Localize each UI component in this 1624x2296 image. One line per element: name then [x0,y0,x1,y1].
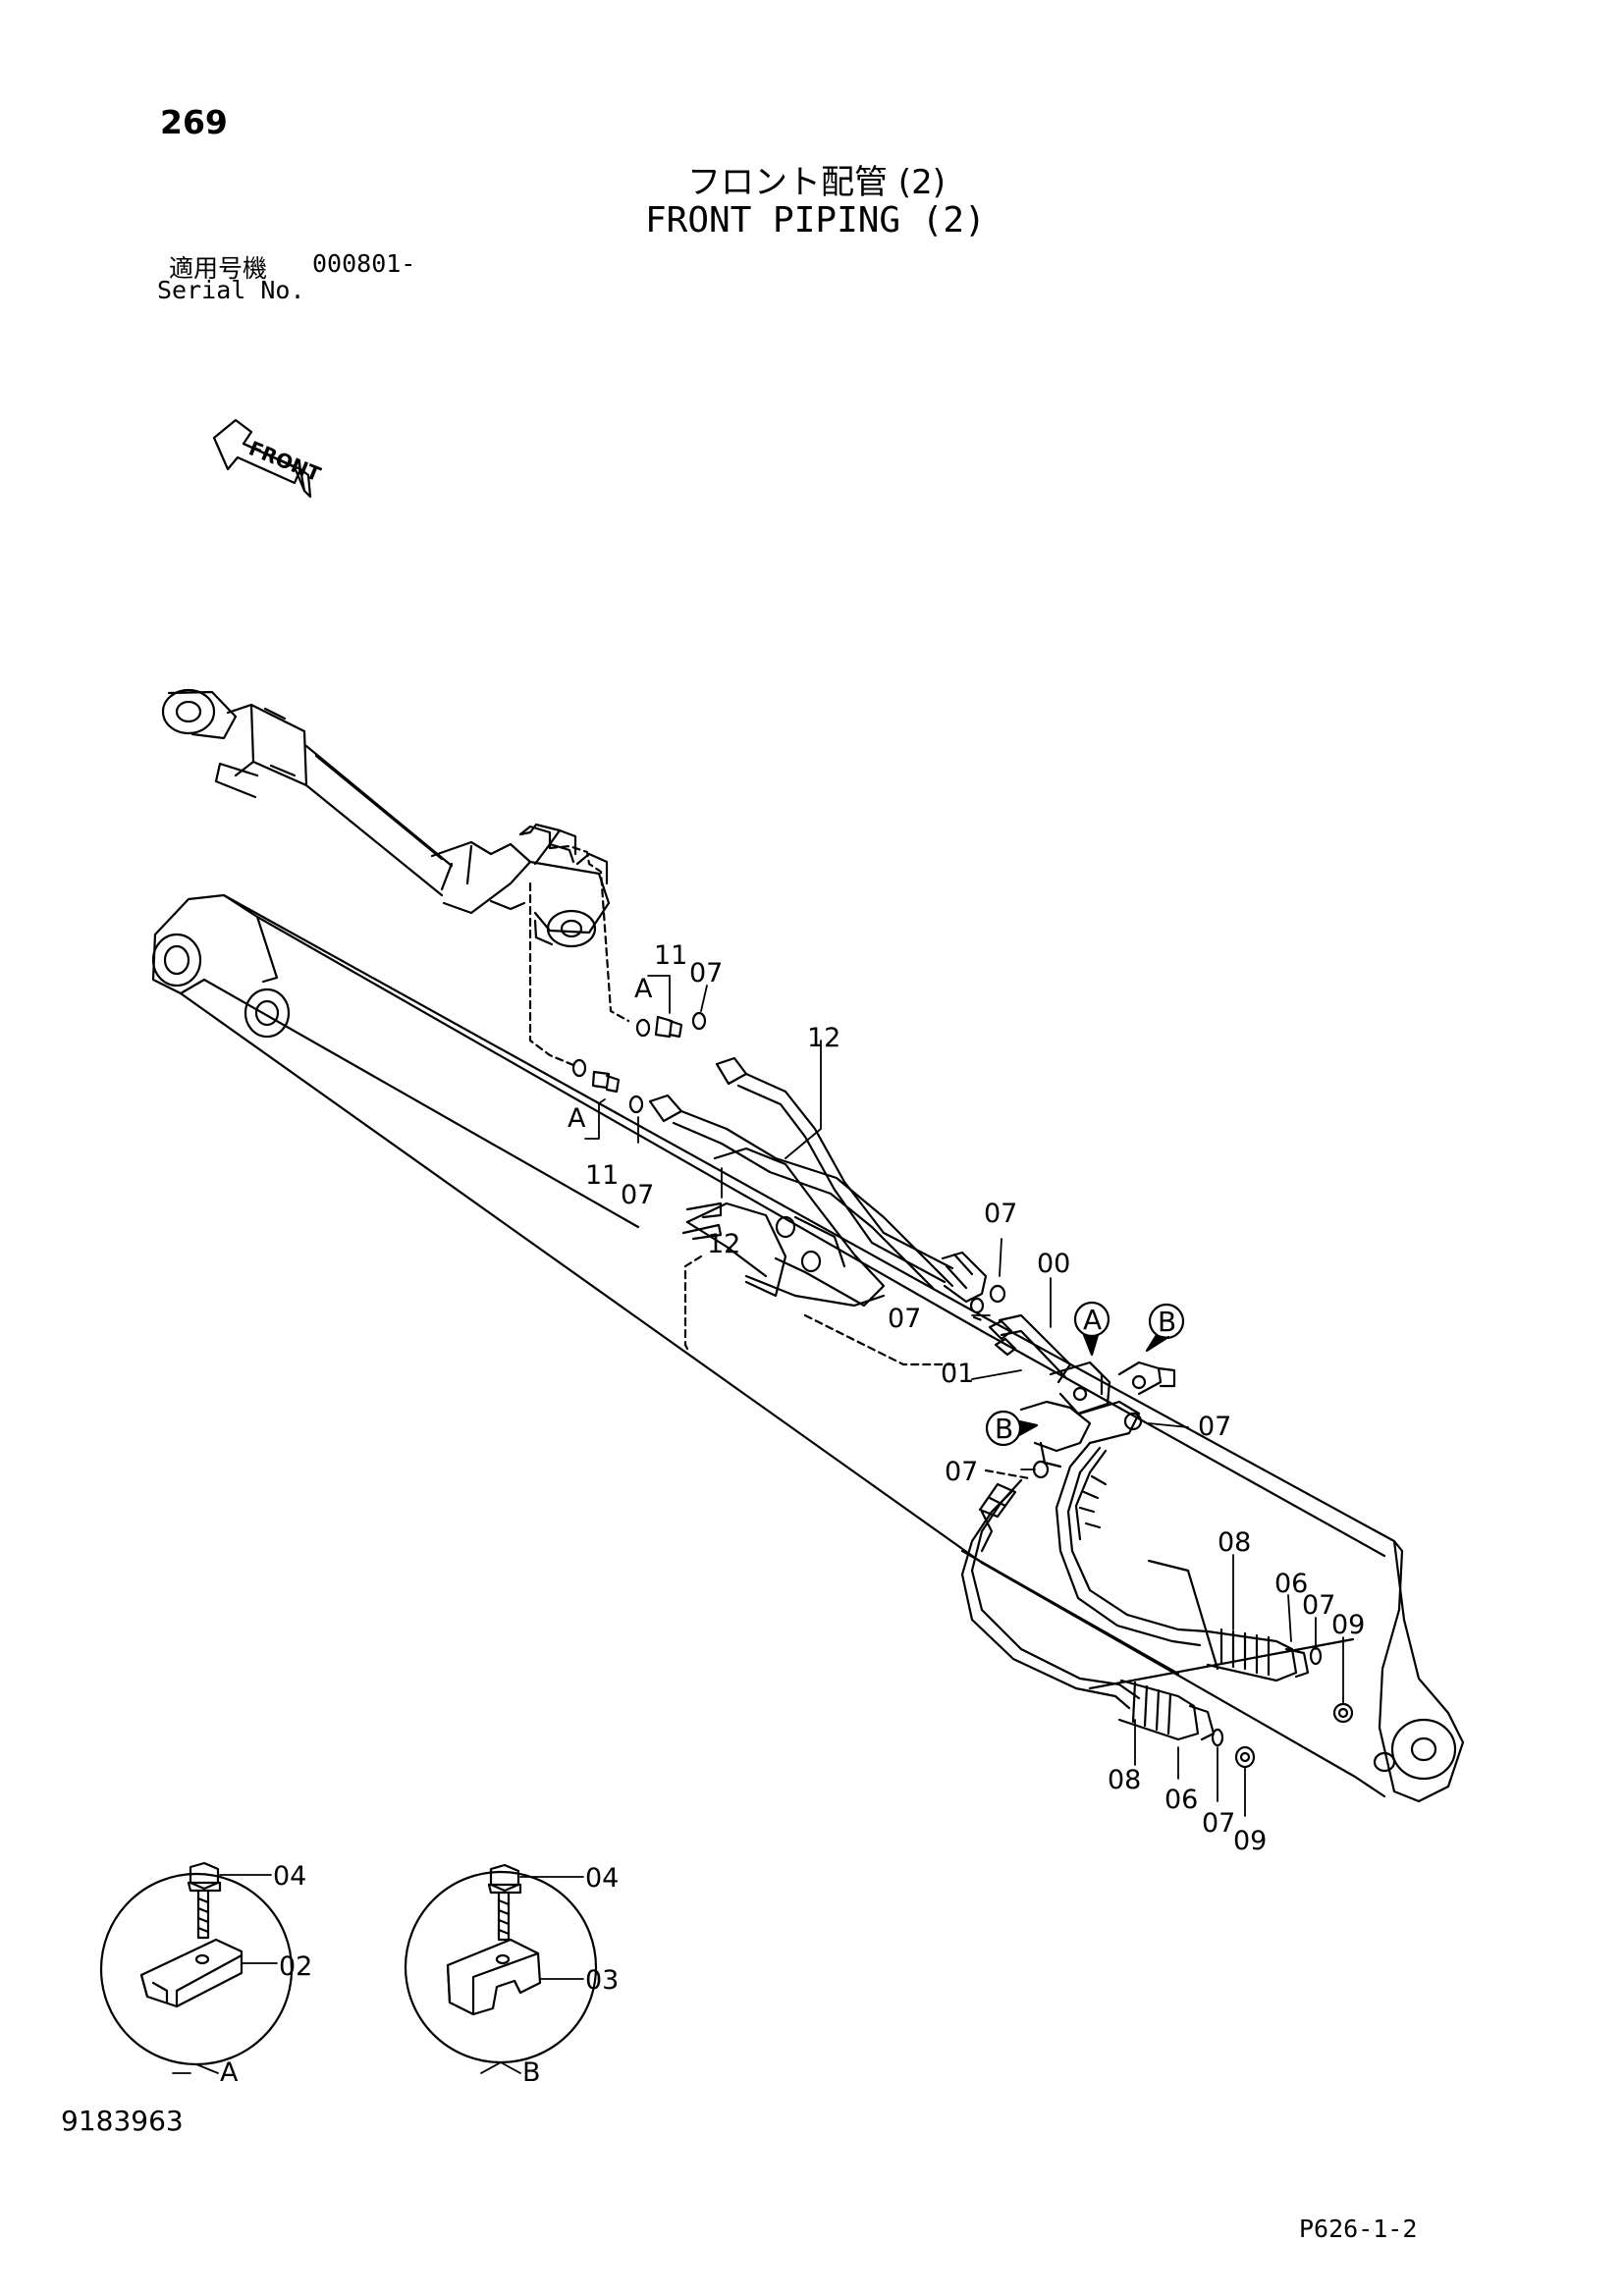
detail-view-a [99,1861,294,2074]
callout-11-lower: 11 [585,1160,619,1191]
callout-11-upper: 11 [654,940,687,971]
title-japanese: フロント配管 (2) [687,163,946,202]
callout-03: 03 [585,1965,619,1996]
callout-04-detail-b: 04 [585,1863,619,1894]
front-direction-arrow-icon: FRONT [212,418,324,499]
detail-label-a: A [220,2057,239,2088]
reference-code: P626-1-2 [1299,2215,1418,2243]
callout-09-lower: 09 [1233,1826,1267,1856]
callout-07-lower: 07 [621,1180,654,1210]
callout-08-upper: 08 [1218,1527,1251,1558]
callout-12-upper: 12 [807,1023,840,1053]
svg-text:A: A [1083,1304,1102,1336]
pipe-bracket [681,1147,886,1308]
svg-text:B: B [995,1413,1013,1445]
callout-07-valve-left: 07 [888,1304,921,1334]
serial-label-japanese: 適用号機 [169,254,268,283]
callout-07-valve-right: 07 [1198,1412,1231,1442]
svg-text:B: B [1158,1306,1176,1338]
callout-00: 00 [1037,1249,1070,1279]
detail-ref-a-lower: A [568,1103,586,1134]
callout-06-upper: 06 [1274,1569,1308,1599]
fittings [571,1011,1354,1769]
hose-spring-guard-left [1117,1679,1216,1741]
hose-spring-guard [978,1449,1108,1553]
callout-01: 01 [941,1359,974,1389]
callout-07-lower-right: 07 [1202,1808,1235,1839]
callout-07-valve-bottom: 07 [945,1457,978,1487]
title-english: FRONT PIPING (2) [645,200,986,240]
hose-spring-guard-right [1206,1628,1310,1682]
callout-12-lower: 12 [707,1229,740,1259]
callout-04-detail-a: 04 [273,1861,306,1892]
callout-09-upper: 09 [1331,1610,1365,1640]
callout-07-upper: 07 [689,958,723,988]
flag-b-1: B [1145,1303,1185,1353]
boom [151,893,1465,1803]
flag-b-2: B [985,1410,1039,1447]
leader-dashes [528,844,1031,1480]
hose-08-pair [960,1441,1310,1741]
detail-label-b: B [522,2057,541,2088]
detail-view-b [404,1863,598,2074]
callout-07-valve-top: 07 [984,1199,1017,1229]
document-number: 9183963 [61,2105,184,2137]
valve-block [988,1313,1176,1468]
serial-label-english: Serial No. [157,276,305,304]
flag-a-1: A [1073,1301,1110,1357]
detail-ref-a-upper: A [634,974,653,1004]
serial-range: 000801- [312,249,416,278]
callout-07-upper-right: 07 [1302,1590,1335,1621]
callout-06-lower: 06 [1164,1785,1198,1815]
callout-leaders [584,975,1344,1817]
hose-12-pair [648,1056,988,1304]
boom-cylinder [161,688,611,948]
callout-02: 02 [279,1951,312,1982]
page-number: 269 [160,103,228,141]
callout-08-lower: 08 [1108,1765,1141,1795]
